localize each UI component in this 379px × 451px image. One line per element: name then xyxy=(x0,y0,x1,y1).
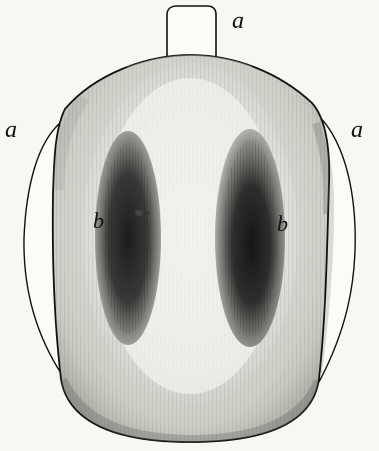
right-label-b: b xyxy=(277,213,288,235)
left-label-b: b xyxy=(93,210,104,232)
top-projection xyxy=(167,6,216,56)
right-label-a: a xyxy=(351,118,363,142)
left-label-a: a xyxy=(5,118,17,142)
top-label-a: a xyxy=(232,9,244,33)
right-dark-spot xyxy=(215,129,285,347)
main-body xyxy=(52,53,330,443)
left-dark-spot xyxy=(95,131,161,345)
